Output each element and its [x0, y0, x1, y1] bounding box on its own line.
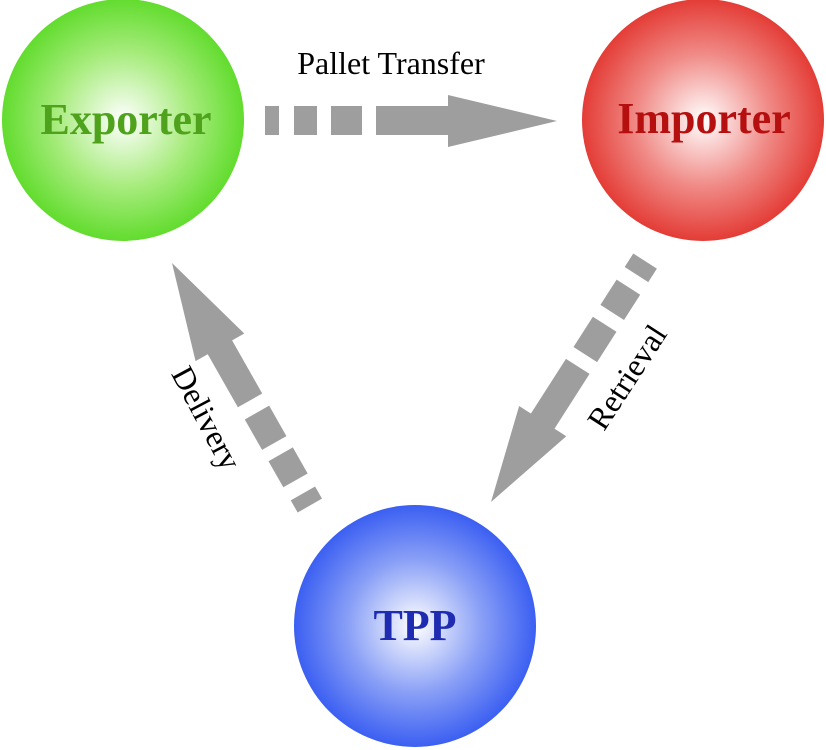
arrow-dash: [600, 279, 641, 320]
arrow-dash: [573, 316, 617, 363]
tpp-circle: [294, 505, 536, 747]
arrow-head: [172, 263, 245, 362]
arrow-dash: [244, 405, 287, 450]
pallet-transfer-arrow: [265, 95, 557, 147]
importer-circle: [582, 0, 824, 241]
arrow-dash: [265, 106, 279, 135]
arrow-dash: [268, 447, 308, 488]
pallet-transfer-label: Pallet Transfer: [297, 45, 485, 81]
tpp-node: TPP: [294, 505, 536, 747]
exporter-node: Exporter: [2, 0, 244, 241]
exporter-circle: [2, 0, 244, 241]
arrow-head: [448, 95, 557, 147]
arrow-dash: [331, 106, 362, 135]
importer-node: Importer: [582, 0, 824, 241]
tpp-label: TPP: [373, 601, 456, 650]
arrow-shaft: [376, 106, 448, 135]
arrow-shaft: [207, 339, 263, 408]
retrieval-arrow: [491, 253, 657, 502]
arrow-head: [491, 406, 567, 502]
exporter-label: Exporter: [40, 95, 211, 144]
arrow-dash: [294, 106, 317, 135]
delivery-arrow: [172, 263, 322, 513]
importer-label: Importer: [617, 94, 791, 143]
arrow-dash: [624, 253, 657, 283]
arrow-dash: [290, 486, 322, 513]
arrow-shaft: [530, 358, 590, 430]
